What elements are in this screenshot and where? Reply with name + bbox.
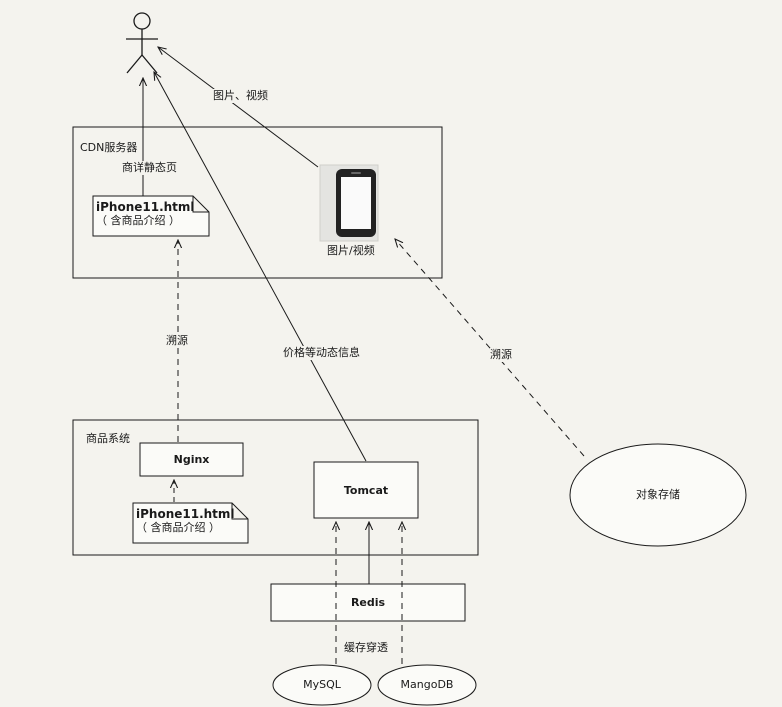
mysql-label: MySQL — [303, 678, 341, 691]
arrow-origin-pull-right — [395, 239, 585, 457]
product-system-title: 商品系统 — [86, 432, 130, 445]
origin-pull-right-label: 溯源 — [490, 348, 512, 362]
product-doc-text: iPhone11.html （ 含商品介绍 ） — [136, 507, 235, 535]
redis-box — [270, 583, 466, 622]
mangodb-label: MangoDB — [400, 678, 454, 691]
product-system-box — [72, 419, 479, 556]
cdn-html-document — [92, 195, 210, 237]
origin-pull-left-label: 溯源 — [166, 334, 188, 348]
static-page-label: 商详静态页 — [122, 161, 177, 175]
cdn-server-box — [72, 126, 443, 279]
user-icon — [126, 12, 158, 74]
tomcat-box — [313, 461, 419, 519]
dynamic-info-label: 价格等动态信息 — [283, 346, 360, 360]
product-doc-subtitle: （ 含商品介绍 ） — [136, 521, 220, 534]
mysql-ellipse — [272, 664, 372, 706]
cdn-box-title: CDN服务器 — [80, 141, 138, 154]
product-html-document — [132, 502, 249, 544]
media-arrow-label: 图片、视频 — [213, 89, 268, 103]
cdn-doc-filename: iPhone11.html — [96, 200, 195, 214]
tomcat-label: Tomcat — [343, 484, 389, 497]
arrow-dynamic-info-to-user — [154, 72, 367, 462]
cache-penetration-label: 缓存穿透 — [344, 641, 388, 655]
cdn-doc-subtitle: （ 含商品介绍 ） — [96, 214, 180, 227]
smartphone-icon — [319, 164, 379, 242]
product-doc-filename: iPhone11.html — [136, 507, 235, 521]
cdn-doc-text: iPhone11.html （ 含商品介绍 ） — [96, 200, 195, 228]
nginx-box — [139, 442, 244, 477]
mangodb-ellipse — [377, 664, 477, 706]
nginx-label: Nginx — [173, 453, 210, 466]
phone-label: 图片/视频 — [327, 244, 375, 257]
redis-label: Redis — [350, 596, 386, 609]
object-storage-label: 对象存储 — [636, 488, 680, 501]
object-storage-ellipse — [569, 443, 747, 547]
arrow-media-to-user — [158, 47, 319, 168]
